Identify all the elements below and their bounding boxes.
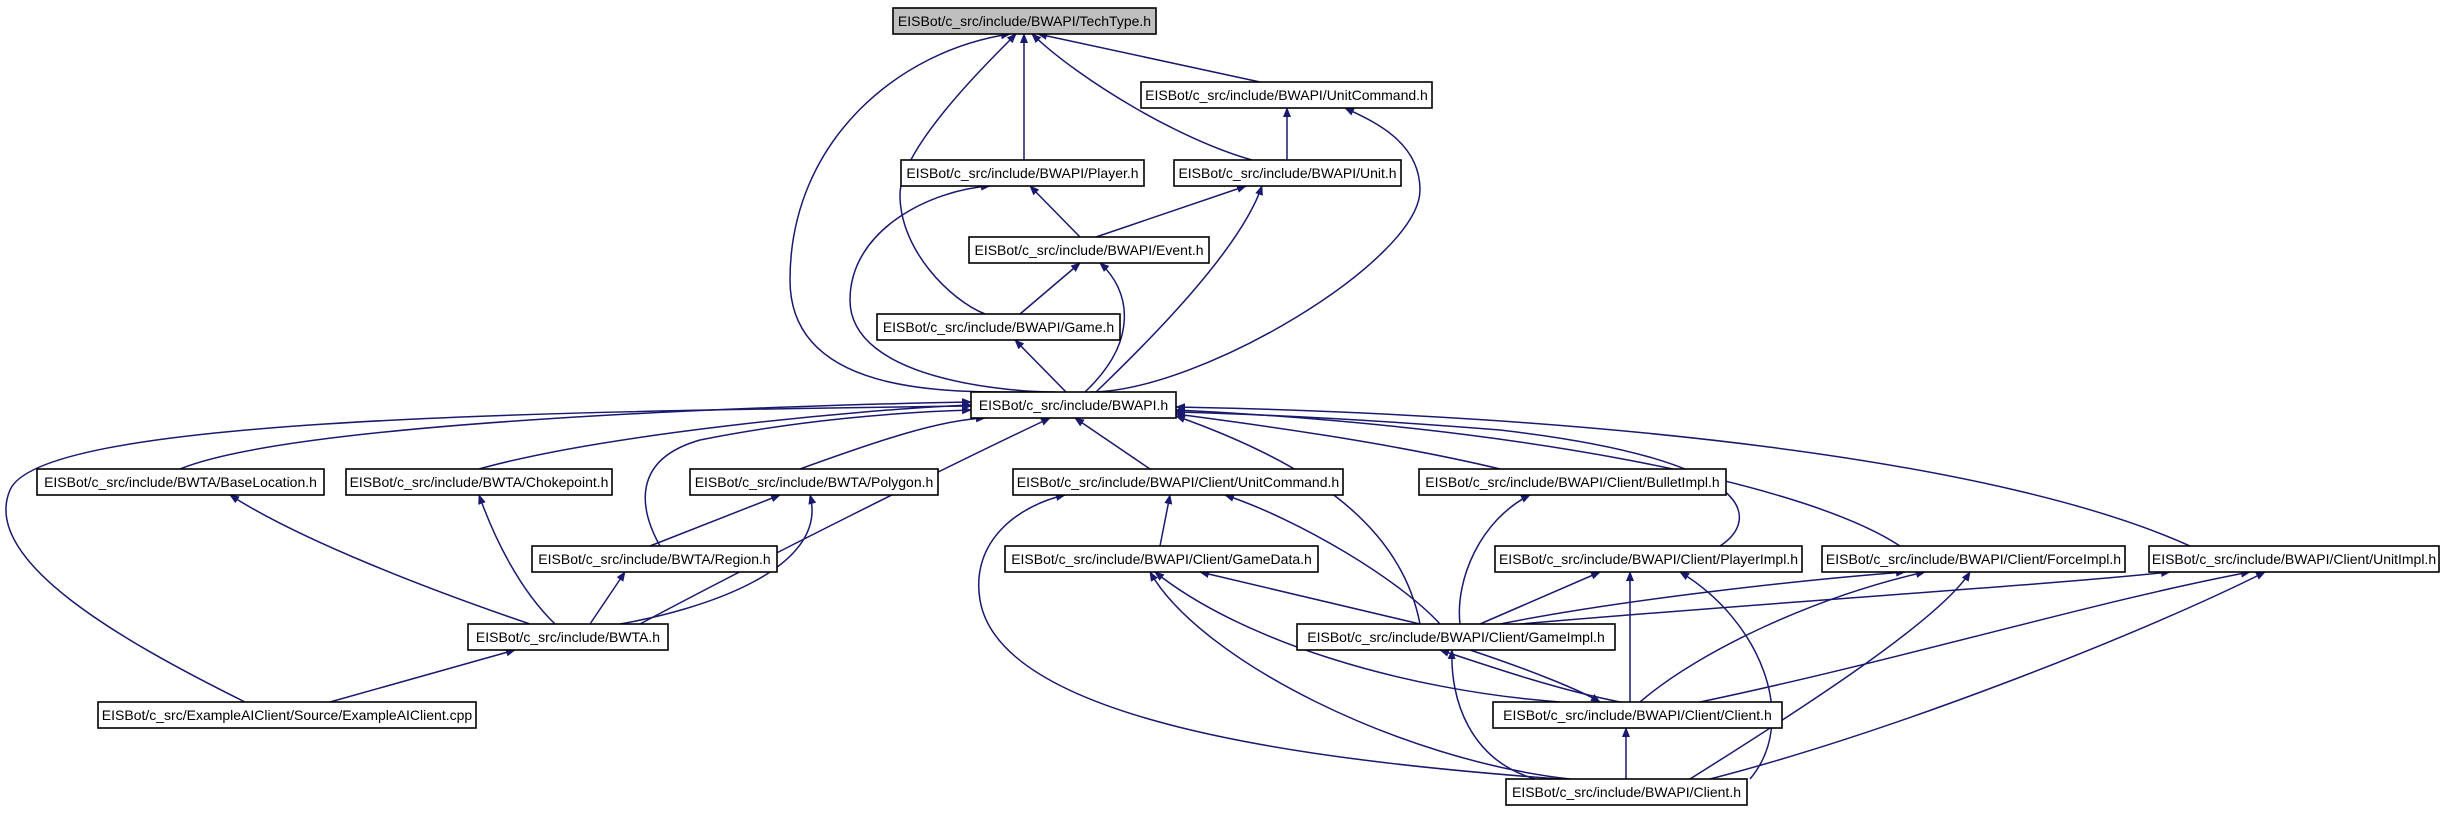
edges-layer xyxy=(5,31,2266,780)
edge-gamedata-to-bwapi_client xyxy=(1149,571,1571,780)
edge-player-to-bwapi xyxy=(849,182,1056,393)
node-bwapi-client[interactable]: EISBot/c_src/include/BWAPI/Client.h xyxy=(1505,778,1748,806)
node-unit[interactable]: EISBot/c_src/include/BWAPI/Unit.h xyxy=(1173,159,1402,187)
node-forceimpl-label: EISBot/c_src/include/BWAPI/Client/ForceI… xyxy=(1826,551,2121,567)
edge-bwapi-to-baselocation xyxy=(179,398,972,470)
node-playerimpl-label: EISBot/c_src/include/BWAPI/Client/Player… xyxy=(1499,551,1798,567)
node-region-label: EISBot/c_src/include/BWTA/Region.h xyxy=(538,551,770,567)
edge-player-to-event xyxy=(1029,185,1081,238)
edge-gameimpl-to-client_client xyxy=(1439,649,1621,703)
node-bulletimpl-label: EISBot/c_src/include/BWAPI/Client/Bullet… xyxy=(1425,474,1719,490)
node-exampleaiclient[interactable]: EISBot/c_src/ExampleAIClient/Source/Exam… xyxy=(97,701,477,729)
edge-gamedata-to-gameimpl xyxy=(1199,570,1421,625)
node-polygon-label: EISBot/c_src/include/BWTA/Polygon.h xyxy=(695,474,934,490)
edge-gameimpl-to-bwapi_client xyxy=(1447,649,1536,780)
edge-bwapi-to-chokepoint xyxy=(478,401,972,470)
node-playerimpl[interactable]: EISBot/c_src/include/BWAPI/Client/Player… xyxy=(1494,545,1803,573)
edge-techtype-to-unit xyxy=(1031,33,1253,161)
node-bwta[interactable]: EISBot/c_src/include/BWTA.h xyxy=(467,623,669,651)
edge-event-to-bwapi xyxy=(1084,262,1126,393)
edge-techtype-to-game xyxy=(899,33,1017,315)
edge-event-to-game xyxy=(1019,262,1081,315)
edge-bwapi-to-client_unitcommand xyxy=(1074,417,1151,470)
edge-client_unitcommand-to-gamedata xyxy=(1159,494,1173,547)
node-client-unitcommand-label: EISBot/c_src/include/BWAPI/Client/UnitCo… xyxy=(1017,474,1339,490)
edge-unitimpl-to-gameimpl xyxy=(1519,568,2171,625)
node-bwta-label: EISBot/c_src/include/BWTA.h xyxy=(476,629,660,645)
edge-polygon-to-bwta xyxy=(619,494,817,625)
node-bulletimpl[interactable]: EISBot/c_src/include/BWAPI/Client/Bullet… xyxy=(1418,468,1727,496)
node-unitcommand-label: EISBot/c_src/include/BWAPI/UnitCommand.h xyxy=(1145,87,1428,103)
node-forceimpl[interactable]: EISBot/c_src/include/BWAPI/Client/ForceI… xyxy=(1821,545,2126,573)
node-unit-label: EISBot/c_src/include/BWAPI/Unit.h xyxy=(1178,165,1396,181)
edge-forceimpl-to-gameimpl xyxy=(1499,568,1906,625)
edge-bwapi-to-exampleaiclient xyxy=(5,402,972,703)
node-client-client-label: EISBot/c_src/include/BWAPI/Client/Client… xyxy=(1503,707,1772,723)
node-unitimpl-label: EISBot/c_src/include/BWAPI/Client/UnitIm… xyxy=(2152,551,2436,567)
node-baselocation-label: EISBot/c_src/include/BWTA/BaseLocation.h xyxy=(44,474,317,490)
node-game-label: EISBot/c_src/include/BWAPI/Game.h xyxy=(883,319,1114,335)
edge-gamedata-to-client_client xyxy=(1154,571,1561,703)
edge-playerimpl-to-bwapi_client xyxy=(1679,571,1773,780)
node-polygon[interactable]: EISBot/c_src/include/BWTA/Polygon.h xyxy=(689,468,939,496)
node-game[interactable]: EISBot/c_src/include/BWAPI/Game.h xyxy=(876,313,1121,341)
node-client-unitcommand[interactable]: EISBot/c_src/include/BWAPI/Client/UnitCo… xyxy=(1012,468,1344,496)
edge-baselocation-to-bwta xyxy=(229,494,531,625)
edge-bwapi-to-polygon xyxy=(799,414,986,470)
edge-bwapi-to-forceimpl xyxy=(1175,406,1901,547)
edge-forceimpl-to-client_client xyxy=(1639,570,1926,703)
node-event[interactable]: EISBot/c_src/include/BWAPI/Event.h xyxy=(968,236,1210,264)
node-unitimpl[interactable]: EISBot/c_src/include/BWAPI/Client/UnitIm… xyxy=(2148,545,2440,573)
node-gamedata[interactable]: EISBot/c_src/include/BWAPI/Client/GameDa… xyxy=(1004,545,1319,573)
edge-client_unitcommand-to-gameimpl xyxy=(1224,494,1441,625)
edge-techtype-to-bwapi xyxy=(789,31,1041,393)
node-gamedata-label: EISBot/c_src/include/BWAPI/Client/GameDa… xyxy=(1011,551,1312,567)
node-player[interactable]: EISBot/c_src/include/BWAPI/Player.h xyxy=(900,159,1145,187)
node-chokepoint[interactable]: EISBot/c_src/include/BWTA/Chokepoint.h xyxy=(345,468,613,496)
edge-forceimpl-to-bwapi_client xyxy=(1689,571,1971,780)
edge-bwapi-to-bwta xyxy=(639,417,1051,625)
node-bwapi[interactable]: EISBot/c_src/include/BWAPI.h xyxy=(970,391,1177,419)
edge-bwapi-to-unitimpl xyxy=(1175,403,2191,547)
edge-client_unitcommand-to-bwapi_client xyxy=(977,493,1561,780)
node-baselocation[interactable]: EISBot/c_src/include/BWTA/BaseLocation.h xyxy=(36,468,325,496)
edge-bulletimpl-to-gameimpl xyxy=(1458,494,1531,625)
nodes-layer: EISBot/c_src/include/BWAPI/TechType.h EI… xyxy=(36,7,2440,806)
edge-region-to-bwta xyxy=(589,571,626,625)
edge-unitimpl-to-bwapi_client xyxy=(1709,571,2266,780)
node-exampleaiclient-label: EISBot/c_src/ExampleAIClient/Source/Exam… xyxy=(102,707,473,723)
node-techtype[interactable]: EISBot/c_src/include/BWAPI/TechType.h xyxy=(892,7,1157,35)
edge-playerimpl-to-gameimpl xyxy=(1479,571,1601,625)
node-player-label: EISBot/c_src/include/BWAPI/Player.h xyxy=(906,165,1138,181)
node-bwapi-client-label: EISBot/c_src/include/BWAPI/Client.h xyxy=(1512,784,1741,800)
edge-techtype-to-unitcommand xyxy=(1037,31,1261,83)
edge-polygon-to-region xyxy=(649,494,781,547)
node-techtype-label: EISBot/c_src/include/BWAPI/TechType.h xyxy=(898,13,1151,29)
node-chokepoint-label: EISBot/c_src/include/BWTA/Chokepoint.h xyxy=(350,474,609,490)
edge-bwapi-to-bulletimpl xyxy=(1175,411,1501,470)
edge-unit-to-bwapi xyxy=(1095,185,1263,393)
edge-unitimpl-to-client_client xyxy=(1699,569,2251,703)
edge-client_client-to-gameimpl xyxy=(1469,649,1601,703)
edge-chokepoint-to-bwta xyxy=(478,494,556,625)
edge-bwapi-to-region xyxy=(644,406,972,547)
node-gameimpl-label: EISBot/c_src/include/BWAPI/Client/GameIm… xyxy=(1307,629,1604,645)
node-region[interactable]: EISBot/c_src/include/BWTA/Region.h xyxy=(531,545,778,573)
node-client-client[interactable]: EISBot/c_src/include/BWAPI/Client/Client… xyxy=(1492,701,1783,729)
node-unitcommand[interactable]: EISBot/c_src/include/BWAPI/UnitCommand.h xyxy=(1140,81,1433,109)
edge-unitcommand-to-bwapi xyxy=(1089,107,1421,393)
edge-bwapi-to-gameimpl xyxy=(1175,415,1421,625)
node-event-label: EISBot/c_src/include/BWAPI/Event.h xyxy=(974,242,1203,258)
edge-game-to-bwapi xyxy=(1014,339,1067,393)
node-gameimpl[interactable]: EISBot/c_src/include/BWAPI/Client/GameIm… xyxy=(1296,623,1616,651)
edge-unit-to-event xyxy=(1095,185,1247,238)
node-bwapi-label: EISBot/c_src/include/BWAPI.h xyxy=(979,397,1168,413)
edge-bwta-to-exampleaiclient xyxy=(329,648,516,703)
